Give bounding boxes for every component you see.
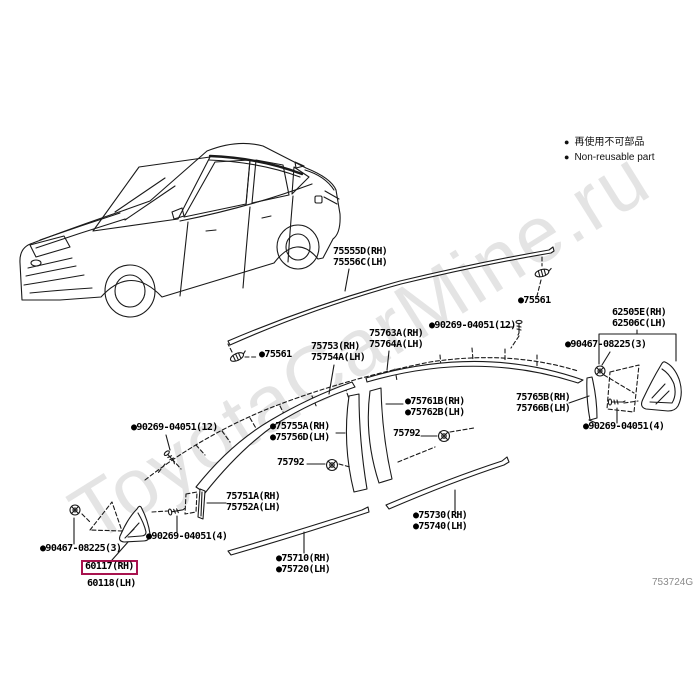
part-label-75555d[interactable]: 75555D(RH) 75556C(LH) [333, 246, 388, 268]
part-label-90269-04051-windshield[interactable]: ●90269-04051(12) [131, 422, 218, 434]
part-label-90269-04051-cowl[interactable]: ●90269-04051(4) [146, 531, 228, 543]
part-number: ●90269-04051(12) [131, 422, 218, 433]
fender-molding-drawing [73, 501, 178, 561]
screw-icon [515, 319, 523, 336]
part-number: 75751A(RH) [226, 491, 281, 502]
part-number: 62506C(LH) [612, 317, 667, 329]
part-number: 75765B(RH) [516, 392, 571, 403]
screw-icon [607, 398, 626, 406]
part-number: 75763A(RH) [369, 328, 424, 339]
part-number: 75764A(LH) [369, 338, 424, 350]
non-reusable-dot-icon: ● [564, 137, 570, 147]
part-label-75761b[interactable]: ●75761B(RH) ●75762B(LH) [405, 396, 465, 418]
part-number: ●75561 [259, 349, 292, 360]
part-number: 75555D(RH) [333, 246, 388, 257]
part-number: 75792 [277, 457, 305, 468]
legend-row-jp: ● 再使用不可部品 [564, 135, 654, 150]
part-number: ●75761B(RH) [405, 396, 465, 407]
part-number: 75792 [393, 428, 421, 439]
part-label-60117-highlighted[interactable]: 60117(RH) [81, 560, 138, 575]
part-number: ●90467-08225(3) [40, 543, 122, 554]
diagram-code: 753724G [652, 577, 694, 588]
part-label-75765b[interactable]: 75765B(RH) 75766B(LH) [516, 392, 571, 414]
fastener-icons [69, 256, 626, 516]
part-number: 75753(RH) [311, 341, 360, 352]
part-number: 75754A(LH) [311, 351, 366, 363]
legend-row-en: ● Non-reusable part [564, 150, 654, 165]
part-label-75730[interactable]: ●75730(RH) ●75740(LH) [413, 510, 468, 532]
part-number: ●75755A(RH) [270, 421, 330, 432]
retainer-icon [594, 365, 606, 377]
quarter-molding-drawing [568, 329, 682, 424]
belt-molding-drawing [227, 456, 510, 556]
highlighted-part-number: 60117(RH) [81, 560, 138, 575]
part-label-75763a[interactable]: 75763A(RH) 75764A(LH) [369, 328, 424, 350]
part-label-62505e[interactable]: 62505E(RH) 62506C(LH) [612, 307, 667, 329]
part-label-75710[interactable]: ●75710(RH) ●75720(LH) [276, 553, 331, 575]
part-label-90467-08225-right[interactable]: ●90467-08225(3) [565, 339, 647, 351]
part-label-90467-08225-left[interactable]: ●90467-08225(3) [40, 543, 122, 555]
part-label-75753[interactable]: 75753(RH) 75754A(LH) [311, 341, 366, 363]
windshield-molding-drawing [144, 347, 584, 494]
part-number: ●75720(LH) [276, 563, 331, 575]
part-number: ●90467-08225(3) [565, 339, 647, 350]
pad-drawing [306, 427, 475, 472]
clip-icon [229, 350, 246, 362]
part-number: ●75561 [518, 295, 551, 306]
non-reusable-dot-icon: ● [564, 152, 570, 162]
part-label-60118[interactable]: 60118(LH) [87, 578, 136, 590]
part-label-75561-right[interactable]: ●75561 [518, 295, 551, 307]
legend: ● 再使用不可部品 ● Non-reusable part [564, 135, 654, 165]
clip-icon [534, 267, 552, 278]
part-number: 75752A(LH) [226, 501, 281, 513]
car-illustration [19, 142, 341, 318]
part-label-75751a[interactable]: 75751A(RH) 75752A(LH) [226, 491, 281, 513]
pillar-tape-drawing [335, 387, 404, 493]
part-label-75755a[interactable]: ●75755A(RH) ●75756D(LH) [270, 421, 330, 443]
part-number: 60118(LH) [87, 578, 136, 589]
screw-icon [167, 507, 186, 516]
part-label-90269-04051-roof[interactable]: ●90269-04051(12) [429, 320, 516, 332]
part-number: 75766B(LH) [516, 402, 571, 414]
part-number: ●90269-04051(4) [146, 531, 228, 542]
part-number: 75556C(LH) [333, 256, 388, 268]
legend-text-en: Non-reusable part [574, 152, 655, 163]
part-number: ●75740(LH) [413, 520, 468, 532]
part-label-75792-right[interactable]: 75792 [393, 428, 421, 440]
legend-text-jp: 再使用不可部品 [574, 137, 645, 148]
part-label-90269-04051-quarter[interactable]: ●90269-04051(4) [583, 421, 665, 433]
roof-molding-drawing [227, 246, 555, 346]
part-number: 62505E(RH) [612, 307, 667, 318]
part-number: ●90269-04051(12) [429, 320, 516, 331]
screw-icon [163, 450, 175, 465]
retainer-icon [69, 504, 81, 516]
part-number: ●75756D(LH) [270, 431, 330, 443]
part-number: ●75730(RH) [413, 510, 468, 521]
part-label-75792-left[interactable]: 75792 [277, 457, 305, 469]
part-label-75561-left[interactable]: ●75561 [259, 349, 292, 361]
part-number: ●75762B(LH) [405, 406, 465, 418]
part-number: ●75710(RH) [276, 553, 331, 564]
cowl-molding-drawing [184, 488, 227, 520]
part-number: ●90269-04051(4) [583, 421, 665, 432]
